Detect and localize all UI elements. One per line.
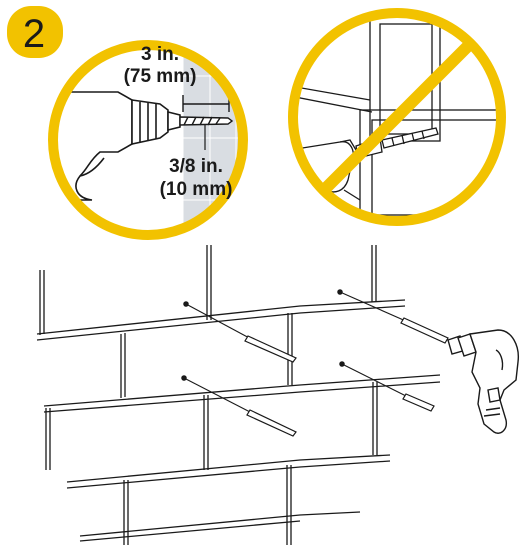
prohibited-icon [319, 39, 475, 195]
step-number: 2 [23, 12, 45, 56]
brick-wall [36, 245, 441, 545]
depth-label-line2: (75 mm) [124, 66, 197, 87]
bit-label-line1: 3/8 in. [169, 156, 223, 177]
prohibited-circle [288, 8, 506, 226]
step-badge-bg [7, 6, 63, 58]
detail-circle-ring [48, 40, 248, 240]
drill-bits [244, 317, 449, 437]
detail-circle: 3 in. (75 mm) 3/8 in. (10 mm) [48, 40, 248, 240]
drill-holes [181, 289, 411, 414]
prohibited-circle-ring [288, 8, 506, 226]
drill-bit [179, 116, 234, 126]
bit-label-line2: (10 mm) [160, 179, 233, 200]
depth-label-line1: 3 in. [141, 44, 179, 65]
hand-drill-icon [447, 329, 519, 434]
drill-closeup [53, 91, 181, 201]
step-badge: 2 [7, 6, 63, 58]
